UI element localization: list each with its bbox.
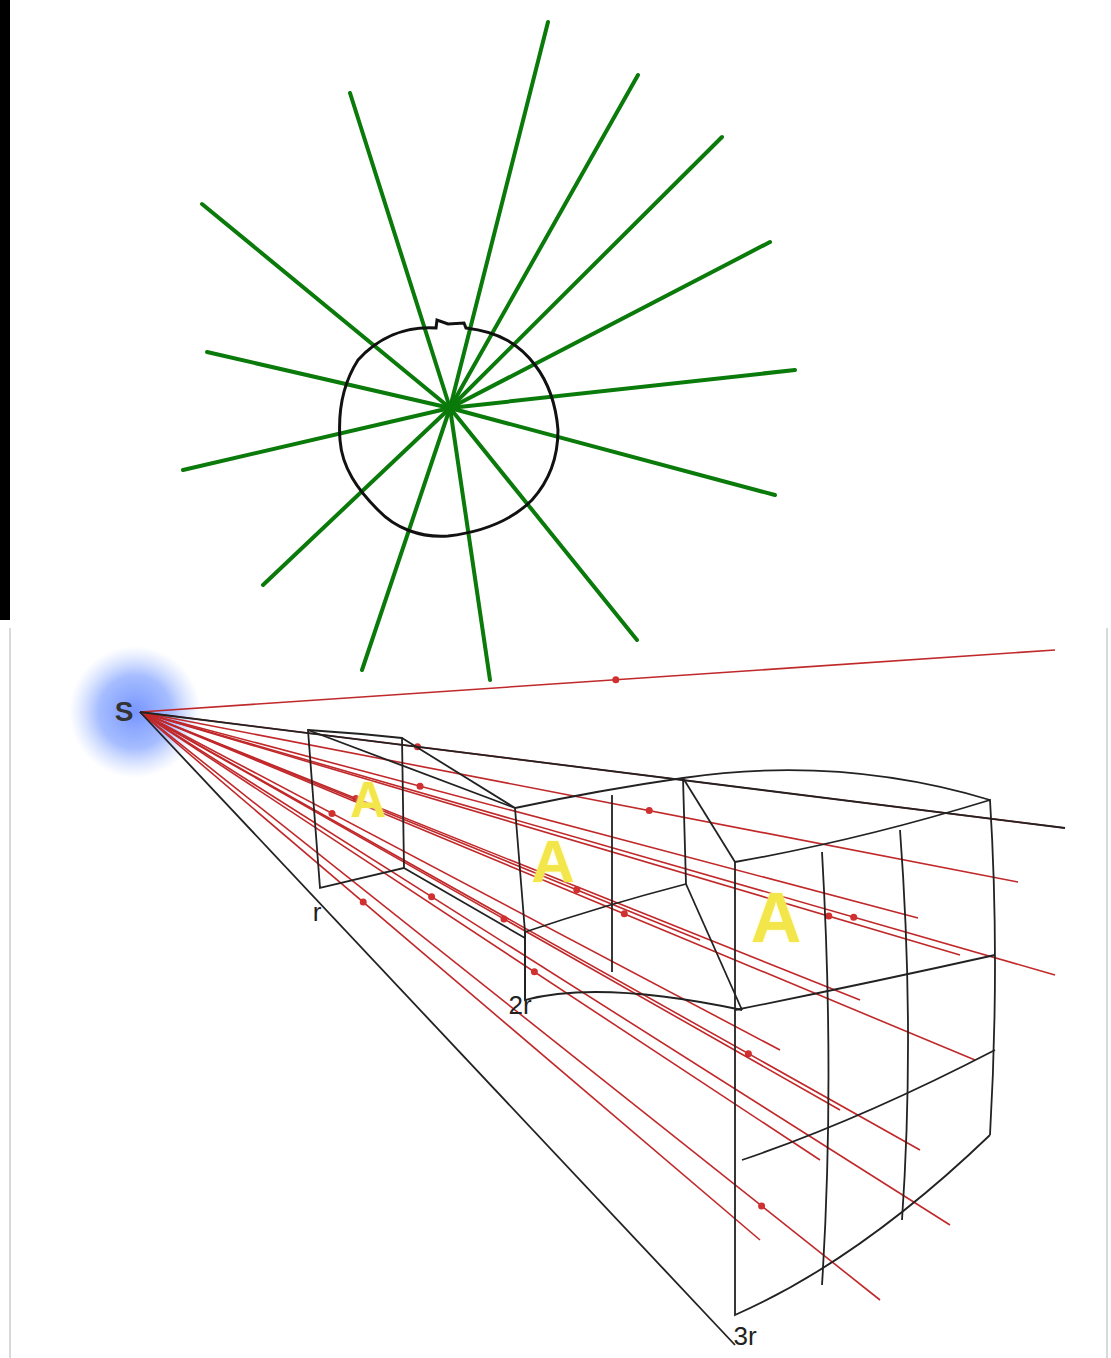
- panel-border: [9, 628, 11, 1358]
- red-rays: [140, 650, 1065, 1300]
- green-rays: [183, 22, 795, 680]
- area-label: A: [751, 883, 802, 953]
- area-label: A: [531, 832, 574, 892]
- source-label: S: [115, 698, 134, 726]
- light-ray: [140, 712, 700, 940]
- distance-label: r: [313, 899, 322, 925]
- ray-dot: [360, 899, 367, 906]
- light-ray: [140, 712, 860, 1000]
- black-bar: [0, 0, 10, 620]
- light-ray: [140, 712, 780, 1050]
- light-ray: [140, 712, 1018, 882]
- light-ray: [140, 712, 880, 1300]
- ray-dot: [612, 676, 619, 683]
- ray-dot: [417, 783, 424, 790]
- light-ray: [140, 712, 820, 1160]
- light-ray: [140, 650, 1055, 712]
- light-ray: [140, 712, 920, 1150]
- ray-dot: [531, 968, 538, 975]
- ray-dot: [501, 915, 508, 922]
- ray-dot: [428, 893, 435, 900]
- light-ray: [140, 712, 918, 918]
- distance-label: 2r: [508, 992, 531, 1018]
- light-ray: [140, 712, 1055, 975]
- light-ray: [140, 712, 760, 1240]
- ray-dot: [621, 910, 628, 917]
- hand-drawn-circle: [340, 320, 558, 536]
- pyramid-frames: [140, 712, 1065, 1345]
- distance-label: 3r: [733, 1323, 756, 1349]
- ray-dot: [850, 914, 857, 921]
- ray-dot: [329, 810, 336, 817]
- light-ray: [140, 712, 960, 955]
- panel-border: [1106, 628, 1108, 1358]
- area-label: A: [350, 775, 386, 825]
- ray-dot: [758, 1202, 765, 1209]
- ray-dot: [825, 913, 832, 920]
- ray-dot: [646, 807, 653, 814]
- light-source-glow: [69, 646, 201, 778]
